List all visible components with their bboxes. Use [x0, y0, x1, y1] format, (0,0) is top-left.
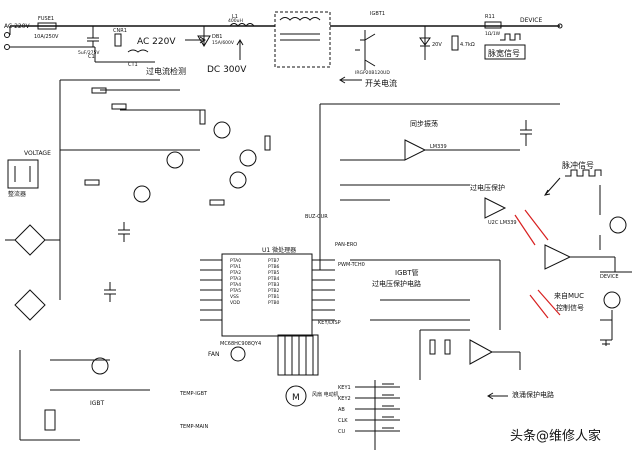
- mcu-pin-12: PTA4: [230, 282, 241, 288]
- pulse-width-annotation: 脉宽信号: [488, 48, 520, 58]
- z1-value: 20V: [432, 42, 442, 48]
- mcu-pin-9: PTA1: [230, 264, 241, 270]
- igbt-value: IRGP20B120UD: [355, 70, 390, 76]
- r11-value: 1Ω/1W: [485, 31, 501, 37]
- mcu-pin-4: PTB3: [268, 282, 280, 288]
- from-mcu-line2: 控制信号: [556, 303, 584, 312]
- igbt-ov-line2: 过电压保护电路: [372, 279, 421, 288]
- surge-annotation: 浪涌保护电路: [512, 390, 554, 399]
- db1-label: DB1: [212, 34, 222, 40]
- temp-main-label: TEMP-MAIN: [179, 424, 208, 430]
- r11-label: R11: [485, 14, 495, 20]
- bridge-label: 整流器: [8, 190, 26, 198]
- cnr1-label: CNR1: [113, 28, 127, 34]
- pulse-signal-annotation: 脉冲信号: [562, 160, 594, 170]
- motor-symbol: [285, 385, 307, 407]
- igbt-label: IGBT1: [370, 11, 385, 17]
- device-label: DEVICE: [520, 17, 542, 24]
- temp-igbt-label: TEMP-IGBT: [179, 391, 208, 397]
- fuse-value: 10A/250V: [34, 34, 59, 40]
- pan-label: PAN-ERO: [335, 242, 357, 248]
- cu-label: CU: [338, 429, 345, 435]
- mcu-pin-1: PTB6: [268, 264, 280, 270]
- mcu-pin-0: PTB7: [268, 258, 280, 264]
- key-disp-label: KEY/DISP: [318, 320, 341, 326]
- mcu-pin-11: PTA3: [230, 276, 241, 282]
- clk-label: CLK: [338, 418, 348, 424]
- mcu-pin-3: PTB4: [268, 276, 280, 282]
- mcu-pin-2: PTB5: [268, 270, 280, 276]
- watermark: 头条@维修人家: [510, 428, 601, 444]
- comparator-section: 同步振荡 LM339 过电压保护 U2C LM339 脉冲信号 DEVICE I…: [319, 103, 632, 450]
- mcu-pin-10: PTA2: [230, 270, 241, 276]
- l1-label: L1: [232, 14, 238, 20]
- igbt-ov-line1: IGBT管: [395, 268, 419, 277]
- mcu-pin-15: VDD: [230, 300, 241, 306]
- mcu-pin-6: PTB1: [268, 294, 280, 300]
- mcu-pin-14: VSS: [230, 294, 239, 300]
- lm339b-label: U2C LM339: [488, 220, 517, 226]
- fan-label: FAN: [208, 351, 220, 358]
- ab-label: AB: [338, 407, 345, 413]
- motor-letter: M: [292, 393, 300, 403]
- fuse-label: FUSE1: [38, 16, 54, 22]
- mcu-pin-5: PTB2: [268, 288, 280, 294]
- mcu-block: U1 微处理器 MC68HC908QY4 PTB7 PTB6 PTB5 PTB4…: [179, 214, 365, 430]
- overvoltage-annotation: 过电压保护: [470, 183, 505, 192]
- left-control-section: VOLTAGE 整流器 IGBT: [5, 79, 271, 441]
- mcu-model: MC68HC908QY4: [220, 341, 261, 347]
- watermark-text: 头条@维修人家: [510, 428, 601, 444]
- ct1-label: CT1: [128, 62, 138, 68]
- mcu-pin-8: PTA0: [230, 258, 241, 264]
- device-right-label: DEVICE: [600, 274, 619, 280]
- dc300-annotation: DC 300V: [207, 65, 247, 75]
- motor-label: 风扇 电动机: [312, 391, 339, 398]
- mcu-pin-7: PTB0: [268, 300, 280, 306]
- overcurrent-annotation: 过电流检测: [146, 66, 186, 76]
- mcu-pin-13: PTA5: [230, 288, 241, 294]
- switch-current-annotation: 开关电流: [365, 78, 397, 88]
- key2-label: KEY2: [338, 396, 351, 402]
- r17-value: 4.7kΩ: [460, 42, 475, 48]
- mcu-chip: [221, 253, 313, 337]
- c1-value: 5uF/275V: [78, 50, 100, 56]
- lm339-label: LM339: [430, 144, 447, 150]
- from-mcu-line1: 来自MUC: [554, 291, 584, 300]
- ac220-annotation: AC 220V: [137, 37, 176, 47]
- voltage-label: VOLTAGE: [24, 150, 51, 157]
- pwm-label: PWM-TCH0: [338, 262, 365, 268]
- buz-label: BUZ-CUR: [305, 214, 328, 220]
- sync-osc-annotation: 同步振荡: [410, 119, 438, 128]
- mcu-title: U1 微处理器: [262, 246, 296, 254]
- key1-label: KEY1: [338, 385, 351, 391]
- l1-value: 400uH: [228, 18, 243, 24]
- c1-label: C1: [88, 54, 95, 60]
- db1-value: 15A/600V: [212, 40, 235, 46]
- top-power-section: AC 220V FUSE1 10A/250V C1 5uF/275V CNR1 …: [4, 11, 563, 88]
- igbt-left-label: IGBT: [90, 400, 105, 407]
